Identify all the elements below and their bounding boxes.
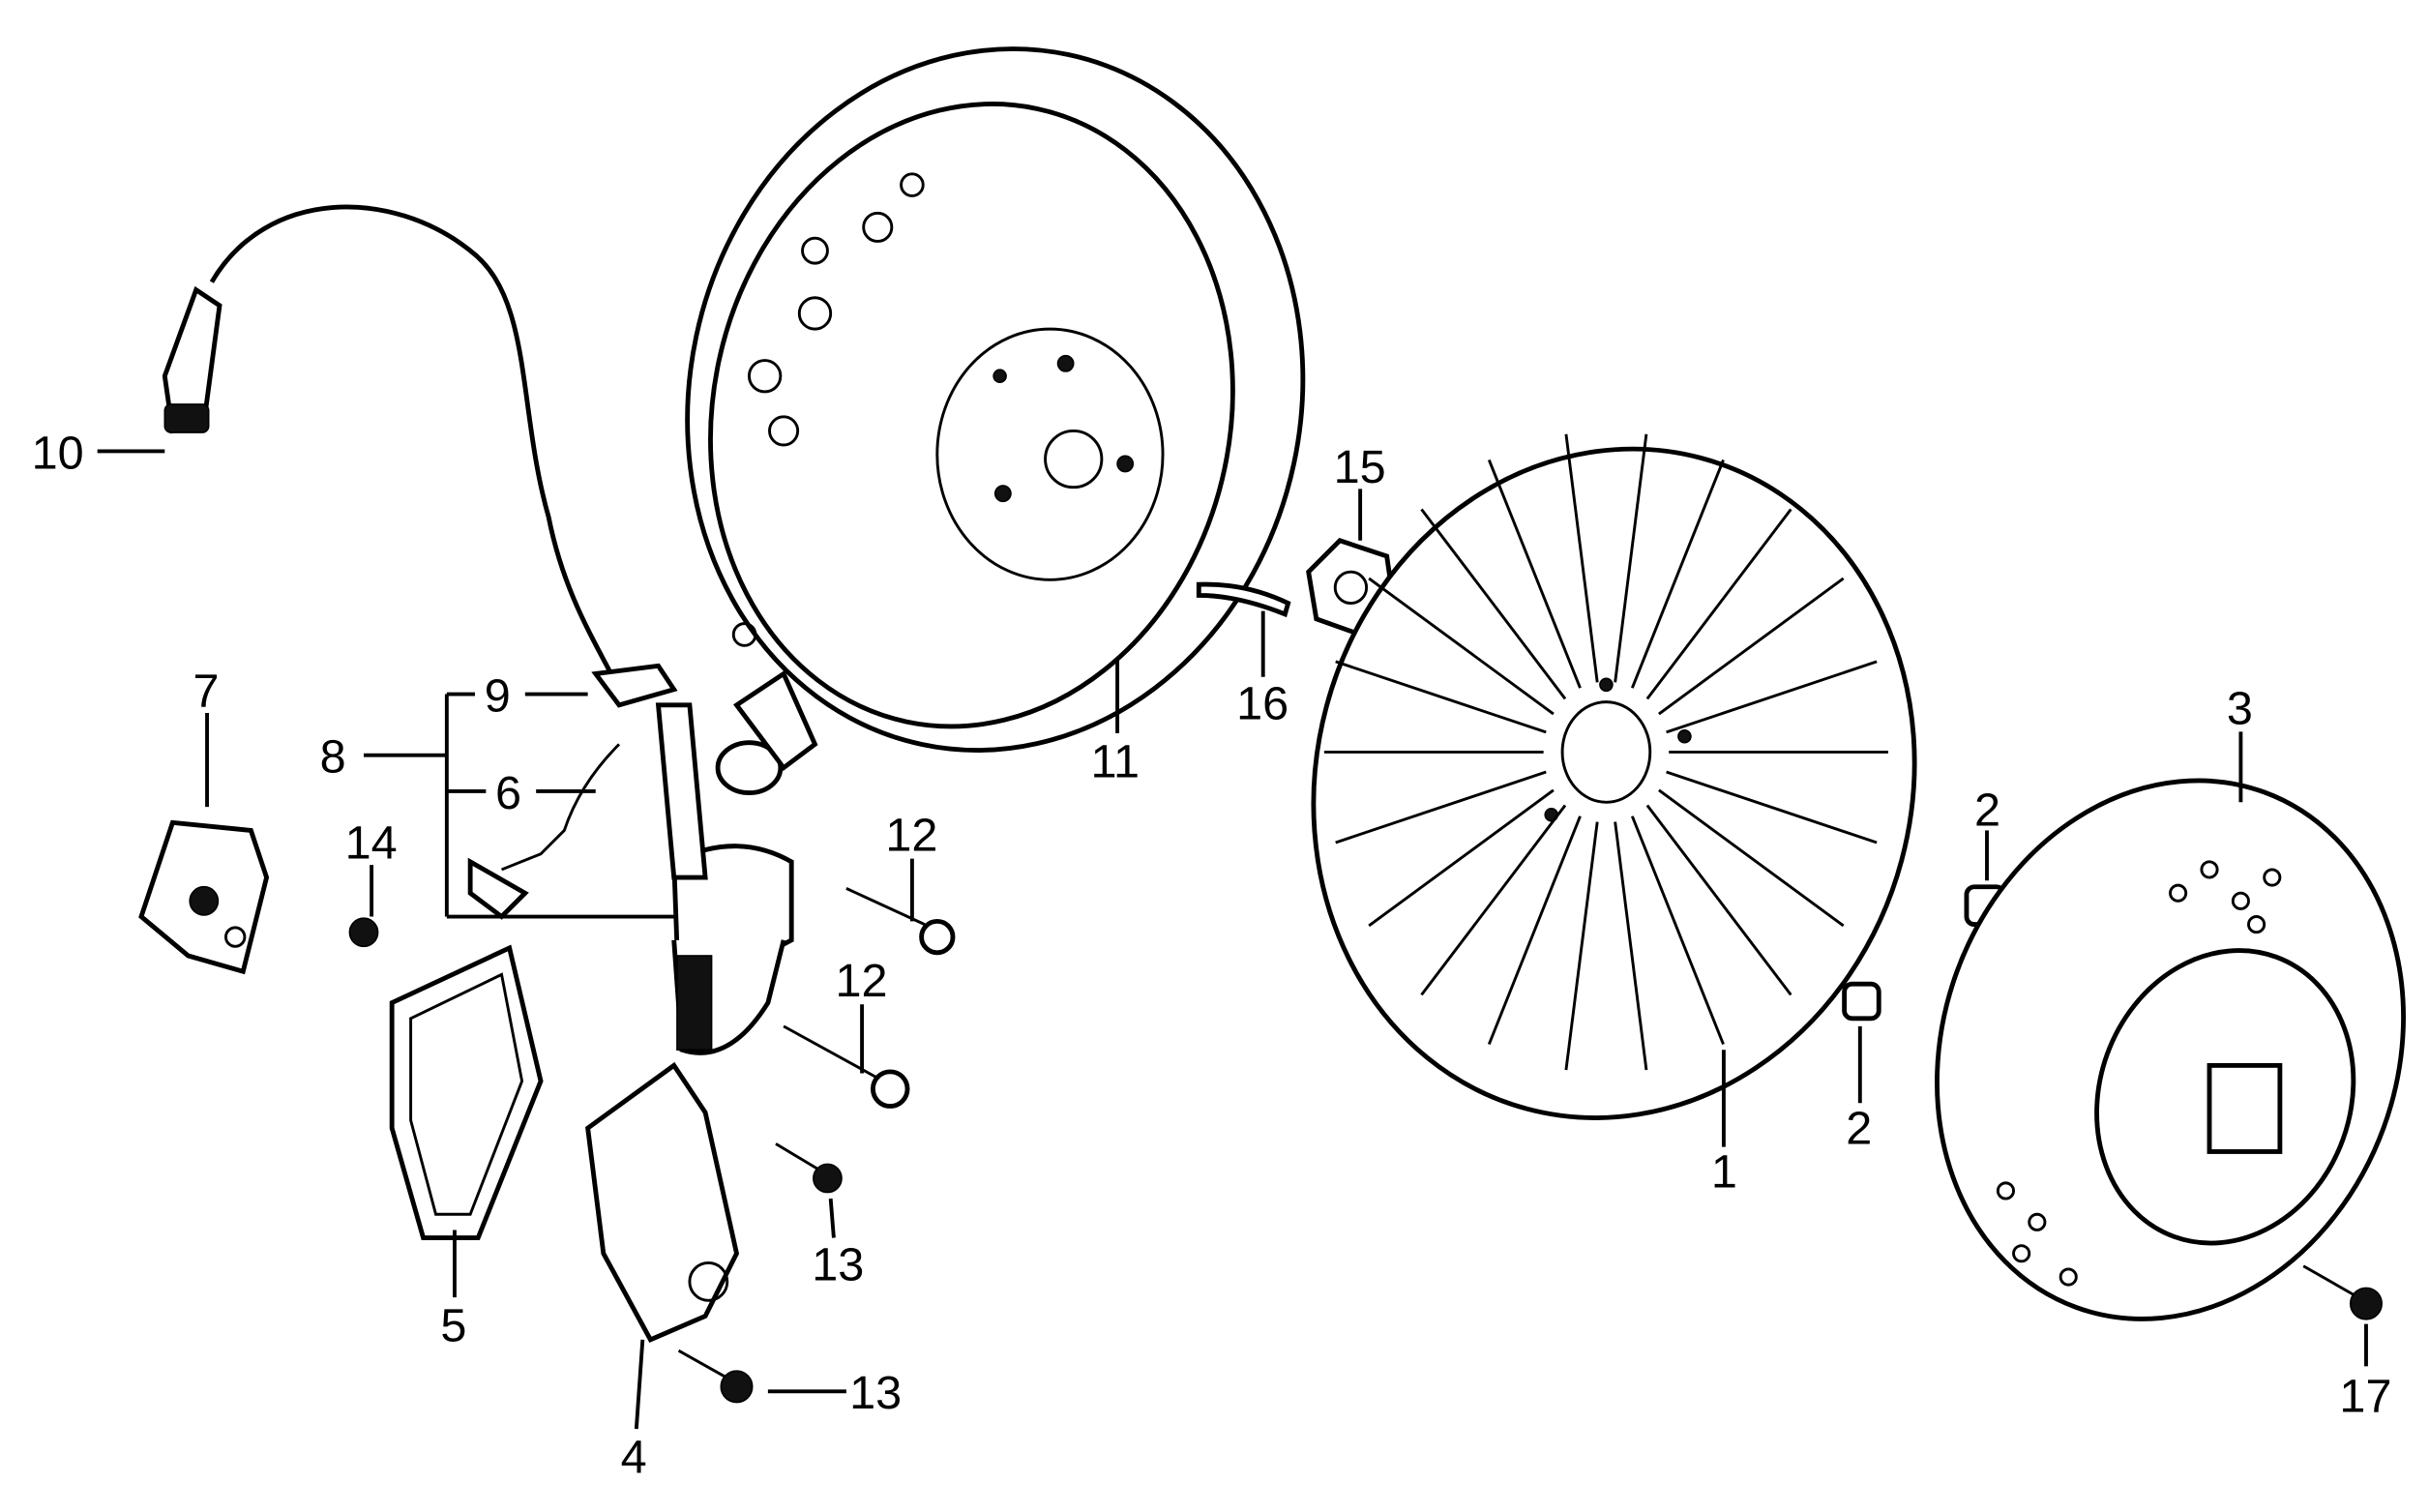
fan-blade	[1614, 821, 1648, 1071]
callout-17: 17	[2339, 1370, 2391, 1422]
fan-blade	[1564, 433, 1599, 683]
ignition-cable	[162, 204, 622, 691]
callout-12-upper: 12	[885, 809, 937, 861]
fan-blade	[1630, 815, 1725, 1046]
callout-13-upper: 13	[812, 1238, 864, 1290]
stop-switch	[138, 819, 270, 975]
ignition-coil	[467, 663, 818, 1055]
callout-14: 14	[345, 817, 398, 870]
cooling-fan	[1311, 433, 1917, 1120]
callout-12-lower: 12	[836, 955, 888, 1007]
callout-7: 7	[193, 665, 219, 717]
fan-blade	[1487, 459, 1582, 689]
callout-13-lower: 13	[849, 1367, 902, 1419]
fan-blade	[1487, 815, 1582, 1046]
callout-11: 11	[1091, 735, 1140, 787]
callout-15: 15	[1334, 441, 1386, 493]
callout-labels: 1 2 2 3 4 5 6 7 8 9 10 11 12 12 13 13 14…	[32, 427, 2392, 1483]
fan-blade	[1630, 459, 1725, 689]
fan-blade	[1614, 433, 1648, 683]
fan-blade	[1666, 660, 1878, 734]
fan-blade	[1368, 788, 1555, 928]
fan-blade	[1335, 770, 1547, 845]
fan-blade	[1335, 660, 1547, 734]
fan-blade	[1658, 788, 1845, 928]
coil-cover	[585, 1061, 740, 1343]
fan-blade	[1420, 508, 1567, 700]
fan-blade	[1420, 804, 1567, 996]
callout-16: 16	[1236, 677, 1289, 729]
fan-blade	[1645, 804, 1792, 996]
callout-10: 10	[32, 427, 84, 479]
fan-blade	[1645, 508, 1792, 700]
woodruff-key	[1196, 581, 1291, 618]
callout-2-upper: 2	[1974, 785, 2000, 837]
callout-8: 8	[320, 731, 346, 784]
callout-5: 5	[440, 1299, 466, 1351]
callout-6: 6	[495, 767, 521, 819]
fan-blade	[1658, 577, 1845, 716]
callout-9: 9	[485, 669, 511, 722]
callout-4: 4	[621, 1432, 647, 1484]
callout-3: 3	[2227, 682, 2253, 734]
fan-blade	[1666, 770, 1878, 845]
gasket	[389, 944, 544, 1240]
leader-lines	[97, 449, 2368, 1430]
starter-pulley	[1935, 778, 2406, 1321]
flywheel	[685, 46, 1306, 753]
callout-1: 1	[1711, 1146, 1737, 1199]
callout-2-lower: 2	[1846, 1102, 1872, 1154]
fan-blade	[1564, 821, 1599, 1071]
fan-blade	[1368, 577, 1555, 716]
